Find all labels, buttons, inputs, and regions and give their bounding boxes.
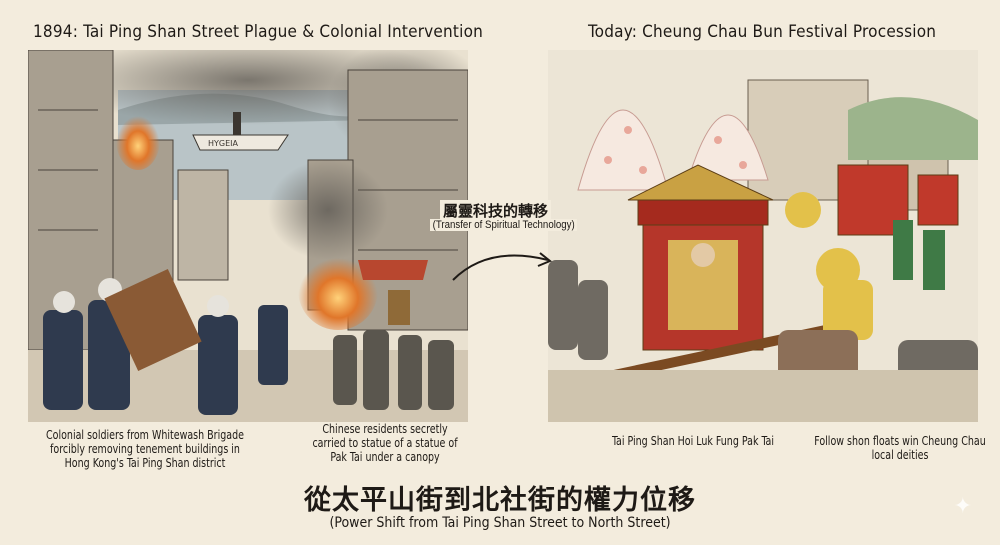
caption-soldiers: Colonial soldiers from Whitewash Brigade… [46, 428, 244, 470]
right-panel-title: Today: Cheung Chau Bun Festival Processi… [588, 22, 937, 42]
footer-heading-en: (Power Shift from Tai Ping Shan Street t… [329, 515, 671, 531]
transfer-heading-en: (Transfer of Spiritual Technology) [430, 219, 578, 231]
caption-pak-tai: Tai Ping Shan Hoi Luk Fung Pak Tai [611, 434, 775, 448]
sparkle-icon: ✦ [953, 493, 972, 518]
festival-illustration [548, 50, 978, 422]
caption-residents: Chinese residents secretly carried to st… [312, 422, 458, 464]
soldiers [43, 278, 288, 415]
plague-illustration: HYGEIA [28, 50, 468, 422]
curved-arrow-icon [452, 252, 552, 281]
furniture [104, 268, 202, 372]
footer-heading-zh: 從太平山街到北社街的權力位移 [304, 485, 696, 516]
caption-floats: Follow shon floats win Cheung Chau local… [814, 434, 986, 462]
lion-dance [785, 192, 873, 340]
ship: HYGEIA [192, 112, 289, 151]
left-panel-title: 1894: Tai Ping Shan Street Plague & Colo… [33, 22, 484, 42]
canopy [358, 260, 428, 325]
ship-name: HYGEIA [208, 139, 239, 148]
transfer-heading-zh: 屬靈科技的轉移 [440, 200, 552, 221]
